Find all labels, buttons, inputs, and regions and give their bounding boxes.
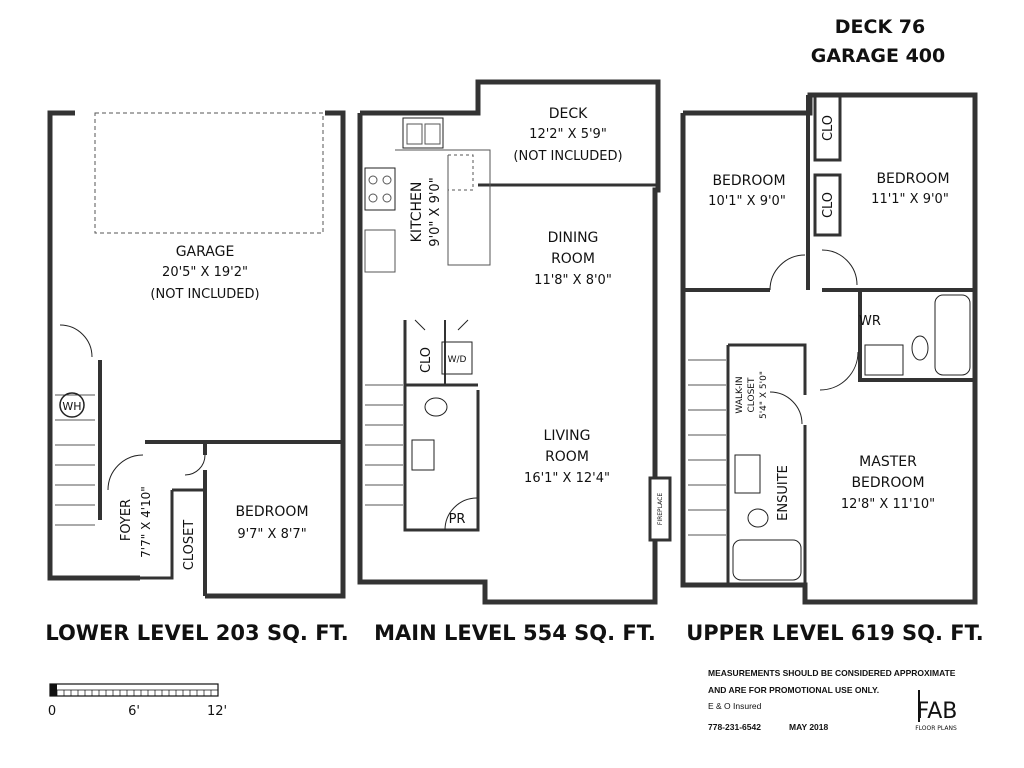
bedroom-up-right-dim: 11'1" X 9'0" [871, 192, 949, 207]
header-garage: GARAGE 400 [811, 45, 945, 67]
garage-dim: 20'5" X 19'2" [162, 265, 248, 280]
garage-door [94, 112, 324, 234]
dining-label-1: DINING [548, 230, 599, 246]
lower-stairs [55, 394, 95, 526]
dining-label-2: ROOM [551, 251, 595, 267]
stove-icon [364, 167, 396, 211]
clo-up-2-label: CLO [821, 192, 836, 218]
living-label-2: ROOM [545, 449, 589, 465]
main-stairs [365, 384, 403, 506]
ensuite-label: ENSUITE [776, 465, 791, 521]
scale-12: 12' [207, 704, 227, 719]
master-label-2: BEDROOM [851, 475, 924, 491]
walkin-label-2: CLOSET [747, 377, 757, 412]
wd-label: W/D [448, 355, 467, 365]
foyer-label: FOYER [119, 499, 134, 541]
living-label-1: LIVING [544, 428, 591, 444]
bedroom-lower-label: BEDROOM [235, 504, 308, 520]
wr-label: WR [859, 314, 881, 329]
fireplace-label: FIREPLACE [657, 493, 664, 525]
disclaimer-phone: 778-231-6542 [708, 722, 761, 732]
kitchen-label: KITCHEN [409, 182, 425, 243]
master-dim: 12'8" X 11'10" [841, 497, 935, 512]
deck-dim: 12'2" X 5'9" [529, 127, 607, 142]
upper-stairs [688, 359, 726, 536]
disclaimer-date: MAY 2018 [789, 722, 829, 732]
main-level-title: MAIN LEVEL 554 SQ. FT. [374, 621, 656, 645]
bedroom-up-left-label: BEDROOM [712, 173, 785, 189]
upper-level-title: UPPER LEVEL 619 SQ. FT. [686, 621, 984, 645]
living-dim: 16'1" X 12'4" [524, 471, 610, 486]
lower-door-arc [59, 324, 93, 358]
water-heater-icon [59, 392, 85, 418]
walkin-label-1: WALK-IN [735, 376, 745, 413]
wh-label: WH [62, 400, 81, 413]
logo-mark: FAB [917, 699, 958, 724]
washer-dryer [441, 341, 473, 375]
main-level-outline [357, 113, 658, 605]
disclaimer-line3: E & O Insured [708, 701, 762, 711]
bedroom-up-right-label: BEDROOM [876, 171, 949, 187]
logo-sub: FLOOR PLANS [915, 725, 957, 732]
sink-icon [402, 117, 444, 149]
bedroom-up-left-dim: 10'1" X 9'0" [708, 194, 786, 209]
kitchen-dim: 9'0" X 9'0" [428, 177, 443, 246]
master-label-1: MASTER [859, 454, 917, 470]
header-deck: DECK 76 [835, 16, 925, 38]
scale-6: 6' [128, 704, 140, 719]
foyer-dim: 7'7" X 4'10" [139, 486, 153, 558]
deck-label: DECK [549, 106, 588, 122]
lower-level-title: LOWER LEVEL 203 SQ. FT. [45, 621, 348, 645]
scale-bar [49, 683, 219, 697]
walkin-dim: 5'4" X 5'0" [759, 371, 769, 419]
fab-logo: FAB FLOOR PLANS [915, 690, 957, 732]
clo-main-label: CLO [419, 347, 434, 373]
garage-label: GARAGE [176, 244, 235, 260]
garage-note: (NOT INCLUDED) [150, 287, 259, 302]
bedroom-lower-dim: 9'7" X 8'7" [237, 527, 306, 542]
bathtub-upper [934, 294, 971, 376]
deck-note: (NOT INCLUDED) [513, 149, 622, 164]
disclaimer-line1: MEASUREMENTS SHOULD BE CONSIDERED APPROX… [708, 668, 956, 678]
lower-level-outline [47, 110, 140, 581]
clo-up-1-label: CLO [821, 115, 836, 141]
dining-dim: 11'8" X 8'0" [534, 273, 612, 288]
pr-label: PR [449, 512, 466, 527]
closet-lower-label: CLOSET [182, 520, 197, 571]
bathtub-ensuite [732, 539, 802, 581]
disclaimer-line2: AND ARE FOR PROMOTIONAL USE ONLY. [708, 685, 880, 695]
scale-0: 0 [48, 704, 56, 719]
